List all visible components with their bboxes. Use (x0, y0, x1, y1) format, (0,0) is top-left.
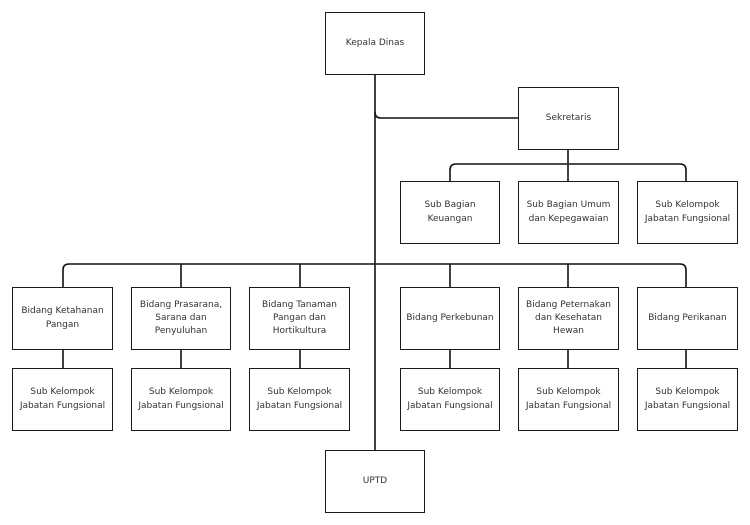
node-sekretaris: Sekretaris (518, 87, 619, 150)
node-uptd: UPTD (325, 450, 425, 513)
secretary-branch-line (374, 111, 518, 119)
division-bus-line (62, 263, 687, 287)
node-text: Kepala Dinas (345, 37, 405, 48)
node-kepala-dinas: Kepala Dinas (325, 12, 425, 75)
node-text: Bidang Perkebunan (406, 312, 494, 323)
node-text: UPTD (362, 475, 388, 486)
node-sub-bagian-keuangan: Sub Bagian Keuangan (400, 181, 500, 244)
node-text: Bidang Perikanan (648, 312, 727, 323)
node-text: Sub Bagian Keuangan (424, 200, 476, 224)
node-bidang-perkebunan: Bidang Perkebunan (400, 287, 500, 350)
node-text: Sekretaris (545, 112, 592, 123)
node-bidang-perikanan: Bidang Perikanan (637, 287, 738, 350)
